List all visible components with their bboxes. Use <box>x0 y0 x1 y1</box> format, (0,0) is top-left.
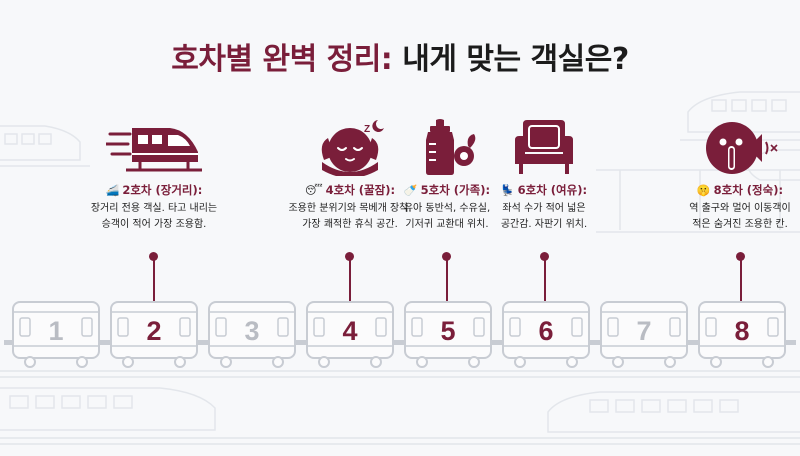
baby-bottle-icon <box>426 119 476 175</box>
high-speed-train-icon <box>106 128 202 172</box>
feature-heading: 💺6호차 (여유): <box>500 183 588 197</box>
feature-car-5: 🍼5호차 (가족): 유아 동반석, 수유실, 기저귀 교환대 위치. <box>372 118 522 233</box>
train-car: 7 <box>600 300 688 368</box>
connector-car-8 <box>736 252 746 304</box>
title-highlight: 호차별 완벽 정리: <box>171 42 393 77</box>
car-number: 5 <box>440 316 456 346</box>
bottle-emoji-icon: 🍼 <box>403 184 418 197</box>
car-number: 1 <box>48 316 64 346</box>
feature-heading: 🍼5호차 (가족): <box>403 183 491 197</box>
sleeping-face-icon: Z z <box>321 120 384 176</box>
feature-description: 장거리 전용 객실. 타고 내리는 승객이 적어 가장 조용함. <box>90 203 218 230</box>
feature-description: 역 출구와 멀어 이동객이 적은 숨겨진 조용한 칸. <box>689 203 791 230</box>
seat-emoji-icon: 💺 <box>500 184 515 197</box>
car-number: 8 <box>734 316 750 346</box>
feature-car-2: 🚄2호차 (장거리): 장거리 전용 객실. 타고 내리는 승객이 적어 가장 … <box>79 118 229 233</box>
shush-emoji-icon: 🤫 <box>696 184 711 197</box>
connector-car-4 <box>345 252 355 304</box>
train-car: 8 <box>698 300 786 368</box>
feature-description: 유아 동반석, 수유실, 기저귀 교환대 위치. <box>403 203 491 230</box>
train-car: 6 <box>502 300 590 368</box>
title-rest: 내게 맞는 객실은? <box>402 42 629 77</box>
train-car: 5 <box>404 300 492 368</box>
armchair-icon <box>515 120 573 174</box>
train-emoji-icon: 🚄 <box>105 184 120 197</box>
feature-heading: 🚄2호차 (장거리): <box>105 183 203 197</box>
car-number: 6 <box>538 316 554 346</box>
car-number: 7 <box>636 316 652 346</box>
car-number: 3 <box>244 316 260 346</box>
car-couplers <box>4 340 796 345</box>
connector-car-2 <box>149 252 159 304</box>
feature-heading: 😴4호차 (꿀잠): <box>304 183 396 197</box>
sleeping-emoji-icon: 😴 <box>304 184 323 197</box>
train-car: 1 <box>12 300 100 368</box>
connector-car-5 <box>442 252 452 304</box>
train-car: 4 <box>306 300 394 368</box>
connector-car-6 <box>540 252 550 304</box>
feature-description: 좌석 수가 적어 넓은 공간감. 자판기 위치. <box>500 203 588 230</box>
svg-text:z: z <box>357 131 361 140</box>
svg-text:Z: Z <box>364 124 370 135</box>
train-car: 2 <box>110 300 198 368</box>
feature-description: 조용한 분위기와 목베개 장착. 가장 쾌적한 휴식 공간. <box>288 203 412 230</box>
feature-heading: 🤫8호차 (정숙): <box>696 183 784 197</box>
feature-car-6: 💺6호차 (여유): 좌석 수가 적어 넓은 공간감. 자판기 위치. <box>469 118 619 233</box>
feature-car-8: 🤫8호차 (정숙): 역 출구와 멀어 이동객이 적은 숨겨진 조용한 칸. <box>665 118 800 233</box>
car-number: 2 <box>146 316 162 346</box>
quiet-face-icon <box>706 122 778 174</box>
car-number: 4 <box>342 316 358 346</box>
page-title: 호차별 완벽 정리: 내게 맞는 객실은? <box>0 34 800 78</box>
feature-car-4: Z z 😴4호차 (꿀잠): 조용한 분위기와 목베개 장착. 가장 쾌적한 휴… <box>275 118 425 233</box>
train-car: 3 <box>208 300 296 368</box>
